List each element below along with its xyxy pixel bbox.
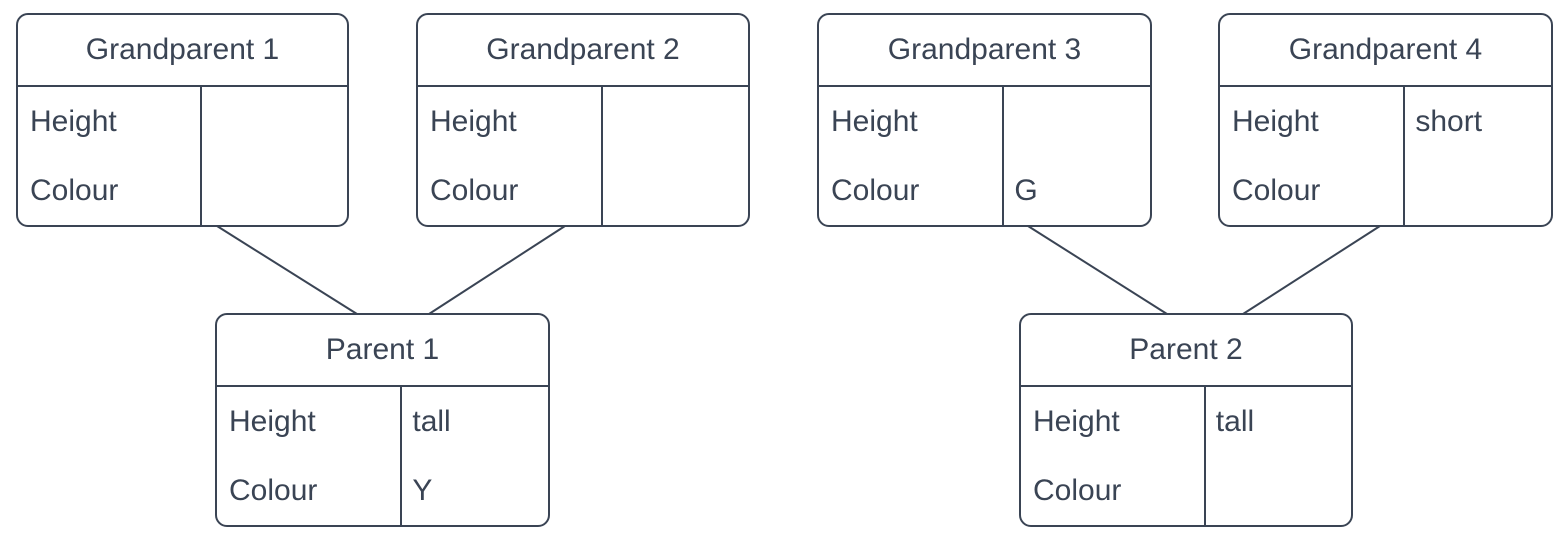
node-parent-1: Parent 1 Height tall Colour Y bbox=[215, 313, 550, 527]
node-parent-2: Parent 2 Height tall Colour bbox=[1019, 313, 1353, 527]
node-grandparent-3: Grandparent 3 Height Colour G bbox=[817, 13, 1152, 227]
edge-grandparent4-parent2 bbox=[1242, 225, 1381, 315]
attribute-label-height: Height bbox=[819, 87, 1005, 156]
attribute-label-colour: Colour bbox=[418, 156, 603, 225]
attribute-label-height: Height bbox=[1220, 87, 1406, 156]
attribute-value-colour: G bbox=[1014, 173, 1038, 207]
attribute-value-colour bbox=[1206, 456, 1351, 525]
node-attribute-table: Height Colour G bbox=[819, 87, 1150, 225]
node-title: Grandparent 1 bbox=[18, 15, 347, 87]
node-attribute-table: Height Colour bbox=[18, 87, 347, 225]
attribute-label-colour: Colour bbox=[819, 156, 1005, 225]
attribute-label-height: Height bbox=[18, 87, 203, 156]
attribute-value-height bbox=[603, 87, 748, 156]
attribute-value-height bbox=[202, 87, 347, 156]
attribute-label-height: Height bbox=[418, 87, 603, 156]
node-title: Grandparent 4 bbox=[1220, 15, 1551, 87]
node-grandparent-1: Grandparent 1 Height Colour bbox=[16, 13, 349, 227]
edge-grandparent1-parent1 bbox=[216, 225, 358, 315]
node-title: Parent 2 bbox=[1021, 315, 1351, 387]
node-attribute-table: Height tall Colour Y bbox=[217, 387, 548, 525]
attribute-value-height: tall bbox=[1215, 404, 1255, 438]
attribute-label-colour: Colour bbox=[18, 156, 203, 225]
attribute-value-height: tall bbox=[412, 404, 451, 438]
node-title: Grandparent 2 bbox=[418, 15, 748, 87]
attribute-value-colour bbox=[603, 156, 748, 225]
attribute-value-colour bbox=[1405, 156, 1551, 225]
node-attribute-table: Height short Colour bbox=[1220, 87, 1551, 225]
node-title: Parent 1 bbox=[217, 315, 548, 387]
attribute-value-colour bbox=[202, 156, 347, 225]
node-title: Grandparent 3 bbox=[819, 15, 1150, 87]
node-attribute-table: Height Colour bbox=[418, 87, 748, 225]
attribute-label-colour: Colour bbox=[1021, 456, 1206, 525]
attribute-label-colour: Colour bbox=[1220, 156, 1406, 225]
node-grandparent-2: Grandparent 2 Height Colour bbox=[416, 13, 750, 227]
edge-grandparent3-parent2 bbox=[1027, 225, 1168, 315]
attribute-value-colour: Y bbox=[412, 473, 433, 507]
edge-grandparent2-parent1 bbox=[428, 225, 566, 315]
attribute-value-height bbox=[1004, 87, 1150, 156]
node-grandparent-4: Grandparent 4 Height short Colour bbox=[1218, 13, 1553, 227]
attribute-label-colour: Colour bbox=[217, 456, 403, 525]
node-attribute-table: Height tall Colour bbox=[1021, 387, 1351, 525]
attribute-label-height: Height bbox=[217, 387, 403, 456]
attribute-value-height: short bbox=[1415, 104, 1483, 138]
attribute-label-height: Height bbox=[1021, 387, 1206, 456]
